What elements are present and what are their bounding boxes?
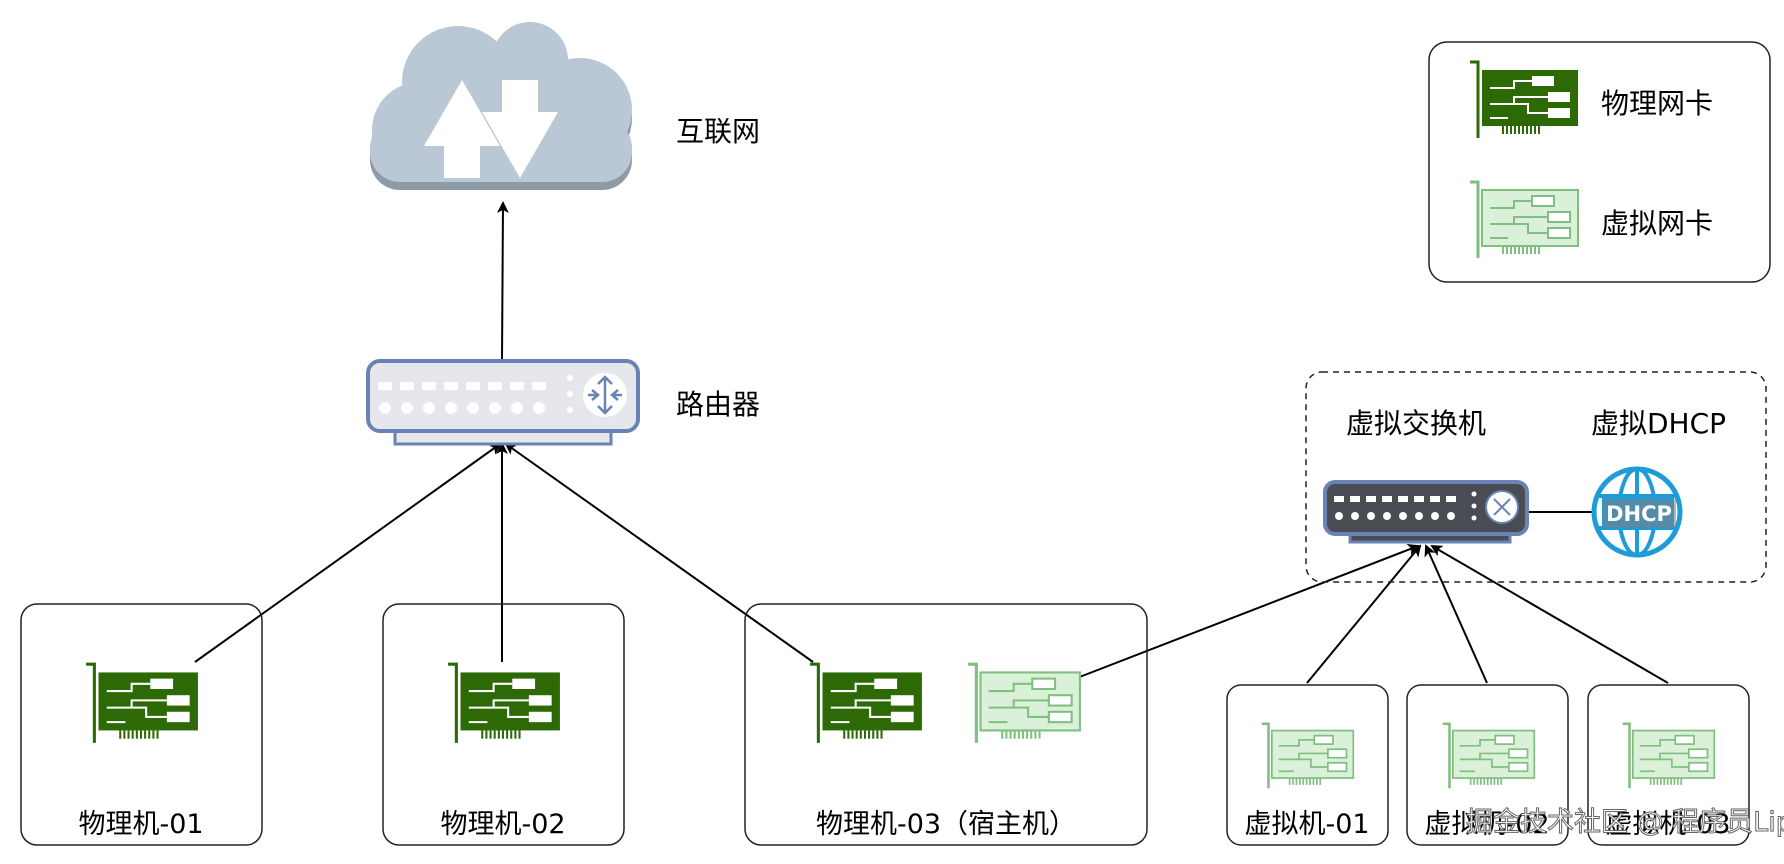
edge-pm3-router bbox=[504, 442, 814, 663]
virtual-switch-label: 虚拟交换机 bbox=[1346, 407, 1487, 440]
edge-router-internet bbox=[496, 201, 509, 361]
virtual-network-group bbox=[1305, 371, 1767, 583]
physical-machine-01-box bbox=[20, 603, 263, 846]
watermark: 掘金技术社区 @ 程序员Lip bbox=[1466, 807, 1784, 839]
cloud-icon bbox=[370, 22, 632, 190]
vm1-virtual-nic-icon bbox=[1260, 722, 1355, 790]
edge-pm3vnic-vswitch bbox=[1076, 544, 1420, 679]
connection-lines bbox=[194, 201, 1669, 684]
legend-physical-nic-icon bbox=[1468, 60, 1580, 140]
physical-machine-01-label: 物理机-01 bbox=[78, 809, 204, 840]
edge-vm1-vswitch bbox=[1306, 544, 1422, 684]
router-icon bbox=[366, 359, 640, 446]
pm3-physical-nic-icon bbox=[808, 662, 924, 745]
legend-box bbox=[1428, 41, 1771, 283]
virtual-machine-01-label: 虚拟机-01 bbox=[1244, 809, 1370, 840]
physical-machine-03-box bbox=[744, 603, 1148, 846]
vm3-virtual-nic-icon bbox=[1621, 722, 1716, 790]
virtual-machine-03-box bbox=[1587, 684, 1750, 846]
legend-virtual-nic-icon bbox=[1468, 180, 1580, 260]
legend-virtual-nic-label: 虚拟网卡 bbox=[1601, 207, 1714, 240]
internet-label: 互联网 bbox=[676, 115, 761, 148]
edge-vm2-vswitch bbox=[1424, 544, 1488, 684]
vm2-virtual-nic-icon bbox=[1441, 722, 1536, 790]
edge-vm3-vswitch bbox=[1430, 544, 1669, 684]
virtual-machine-01-box bbox=[1226, 684, 1389, 846]
virtual-switch-icon bbox=[1323, 480, 1529, 544]
dhcp-icon-text: DHCP bbox=[1606, 502, 1672, 526]
virtual-machine-03-label: 虚拟机-03 bbox=[1605, 809, 1731, 840]
physical-machine-02-label: 物理机-02 bbox=[440, 809, 566, 840]
router-label: 路由器 bbox=[676, 388, 761, 421]
virtual-machine-02-box bbox=[1406, 684, 1569, 846]
virtual-dhcp-label: 虚拟DHCP bbox=[1591, 407, 1727, 440]
pm1-physical-nic-icon bbox=[84, 662, 200, 745]
pm2-physical-nic-icon bbox=[446, 662, 562, 745]
dhcp-globe-icon: DHCP bbox=[1591, 466, 1683, 558]
edge-pm1-router bbox=[194, 442, 502, 663]
legend-physical-nic-label: 物理网卡 bbox=[1601, 87, 1714, 120]
pm3-virtual-nic-icon bbox=[966, 662, 1082, 745]
physical-machine-03-label: 物理机-03（宿主机） bbox=[815, 809, 1077, 840]
physical-machine-02-box bbox=[382, 603, 625, 846]
virtual-machine-02-label: 虚拟机-02 bbox=[1424, 809, 1550, 840]
